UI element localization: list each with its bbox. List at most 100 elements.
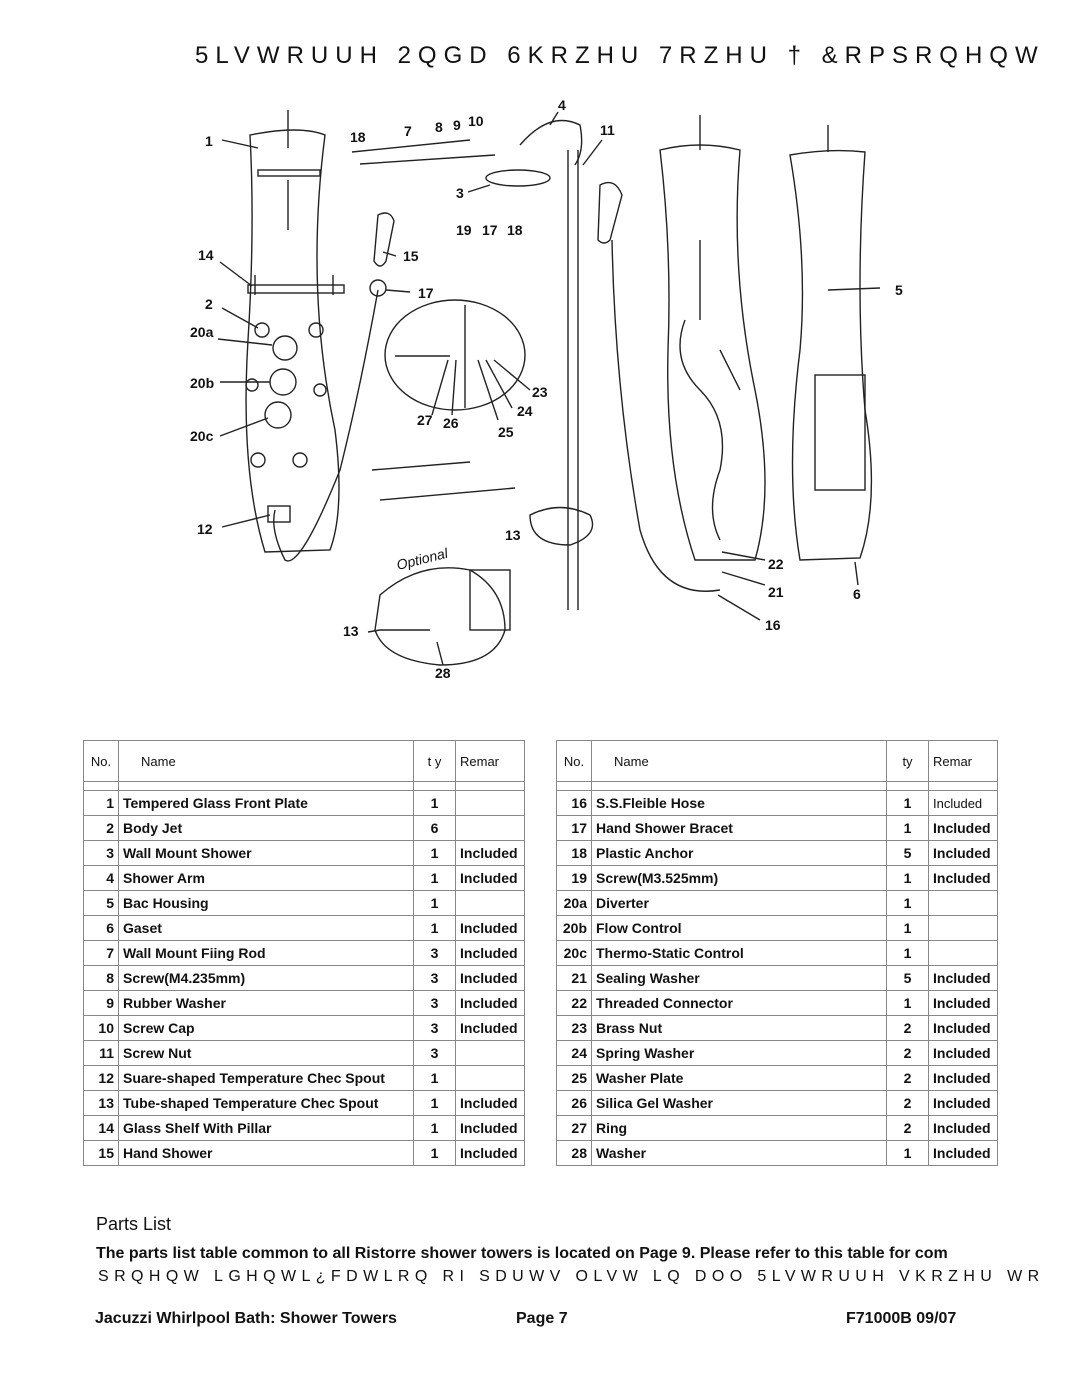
part-number: 6 bbox=[83, 915, 119, 941]
callout-22: 22 bbox=[768, 556, 784, 572]
part-name: S.S.Fleible Hose bbox=[591, 790, 887, 816]
part-name: Plastic Anchor bbox=[591, 840, 887, 866]
callout-17b: 17 bbox=[418, 285, 434, 301]
gasket-panel bbox=[789, 149, 873, 561]
part-remarks: Included bbox=[455, 1090, 525, 1116]
part-number: 13 bbox=[83, 1090, 119, 1116]
callout-17: 17 bbox=[482, 222, 498, 238]
callout-15: 15 bbox=[403, 248, 419, 264]
callout-4: 4 bbox=[558, 97, 566, 113]
part-remarks: Included bbox=[928, 1040, 998, 1066]
footer-page-number: Page 7 bbox=[516, 1310, 568, 1327]
part-remarks: Included bbox=[455, 1140, 525, 1166]
part-qty: 1 bbox=[886, 940, 929, 966]
part-remarks bbox=[455, 1040, 525, 1066]
part-number: 14 bbox=[83, 1115, 119, 1141]
part-qty: 1 bbox=[413, 1065, 456, 1091]
part-qty: 1 bbox=[413, 1115, 456, 1141]
part-remarks: Included bbox=[455, 990, 525, 1016]
part-remarks: Included bbox=[928, 815, 998, 841]
part-number: 10 bbox=[83, 1015, 119, 1041]
part-name: Ring bbox=[591, 1115, 887, 1141]
col-no: No. bbox=[83, 740, 119, 782]
part-remarks: Included bbox=[455, 1015, 525, 1041]
col-remarks: Remar bbox=[928, 740, 998, 782]
part-name: Bac Housing bbox=[118, 890, 414, 916]
part-number: 1 bbox=[83, 790, 119, 816]
part-number: 18 bbox=[556, 840, 592, 866]
part-number: 12 bbox=[83, 1065, 119, 1091]
callout-5: 5 bbox=[895, 282, 903, 298]
part-name: Wall Mount Fiing Rod bbox=[118, 940, 414, 966]
part-name: Thermo-Static Control bbox=[591, 940, 887, 966]
part-remarks: Included bbox=[928, 1015, 998, 1041]
part-remarks: Included bbox=[928, 865, 998, 891]
part-qty: 3 bbox=[413, 1015, 456, 1041]
part-qty: 1 bbox=[413, 1090, 456, 1116]
callout-23: 23 bbox=[532, 384, 548, 400]
part-remarks: Included bbox=[455, 840, 525, 866]
callout-7: 7 bbox=[404, 123, 412, 139]
part-number: 15 bbox=[83, 1140, 119, 1166]
part-remarks bbox=[455, 890, 525, 916]
part-qty: 2 bbox=[886, 1090, 929, 1116]
part-remarks: Included bbox=[455, 865, 525, 891]
part-name: Body Jet bbox=[118, 815, 414, 841]
part-number: 24 bbox=[556, 1040, 592, 1066]
part-number: 16 bbox=[556, 790, 592, 816]
part-number: 26 bbox=[556, 1090, 592, 1116]
part-number: 25 bbox=[556, 1065, 592, 1091]
callout-14: 14 bbox=[198, 247, 214, 263]
part-name: Sealing Washer bbox=[591, 965, 887, 991]
part-number: 4 bbox=[83, 865, 119, 891]
callout-20b: 20b bbox=[190, 375, 214, 391]
part-name: Screw(M3.525mm) bbox=[591, 865, 887, 891]
part-remarks: Included bbox=[928, 790, 998, 816]
part-name: Silica Gel Washer bbox=[591, 1090, 887, 1116]
col-qty: ty bbox=[886, 740, 929, 782]
col-qty: t y bbox=[413, 740, 456, 782]
part-remarks: Included bbox=[455, 915, 525, 941]
part-number: 20b bbox=[556, 915, 592, 941]
part-name: Brass Nut bbox=[591, 1015, 887, 1041]
col-name: Name bbox=[591, 740, 887, 782]
part-name: Screw Cap bbox=[118, 1015, 414, 1041]
callout-1: 1 bbox=[205, 133, 213, 149]
part-qty: 3 bbox=[413, 965, 456, 991]
part-remarks: Included bbox=[455, 965, 525, 991]
part-remarks: Included bbox=[928, 1140, 998, 1166]
part-remarks: Included bbox=[455, 1115, 525, 1141]
part-qty: 3 bbox=[413, 990, 456, 1016]
intro-text-encoded: SRQHQW LGHQWL¿FDWLRQ RI SDUWV OLVW LQ DO… bbox=[98, 1268, 1045, 1285]
part-qty: 2 bbox=[886, 1115, 929, 1141]
callout-20c: 20c bbox=[190, 428, 214, 444]
col-remarks: Remar bbox=[455, 740, 525, 782]
callout-12: 12 bbox=[197, 521, 213, 537]
part-name: Gaset bbox=[118, 915, 414, 941]
part-qty: 1 bbox=[886, 990, 929, 1016]
footer-doc-title: Jacuzzi Whirlpool Bath: Shower Towers bbox=[95, 1310, 397, 1327]
part-qty: 1 bbox=[886, 890, 929, 916]
part-qty: 3 bbox=[413, 1040, 456, 1066]
part-qty: 1 bbox=[413, 890, 456, 916]
callout-18b: 18 bbox=[507, 222, 523, 238]
part-qty: 6 bbox=[413, 815, 456, 841]
part-name: Wall Mount Shower bbox=[118, 840, 414, 866]
part-number: 22 bbox=[556, 990, 592, 1016]
part-name: Suare-shaped Temperature Chec Spout bbox=[118, 1065, 414, 1091]
callout-25: 25 bbox=[498, 424, 514, 440]
callout-6: 6 bbox=[853, 586, 861, 602]
col-no: No. bbox=[556, 740, 592, 782]
part-name: Hand Shower Bracet bbox=[591, 815, 887, 841]
part-remarks: Included bbox=[928, 1115, 998, 1141]
